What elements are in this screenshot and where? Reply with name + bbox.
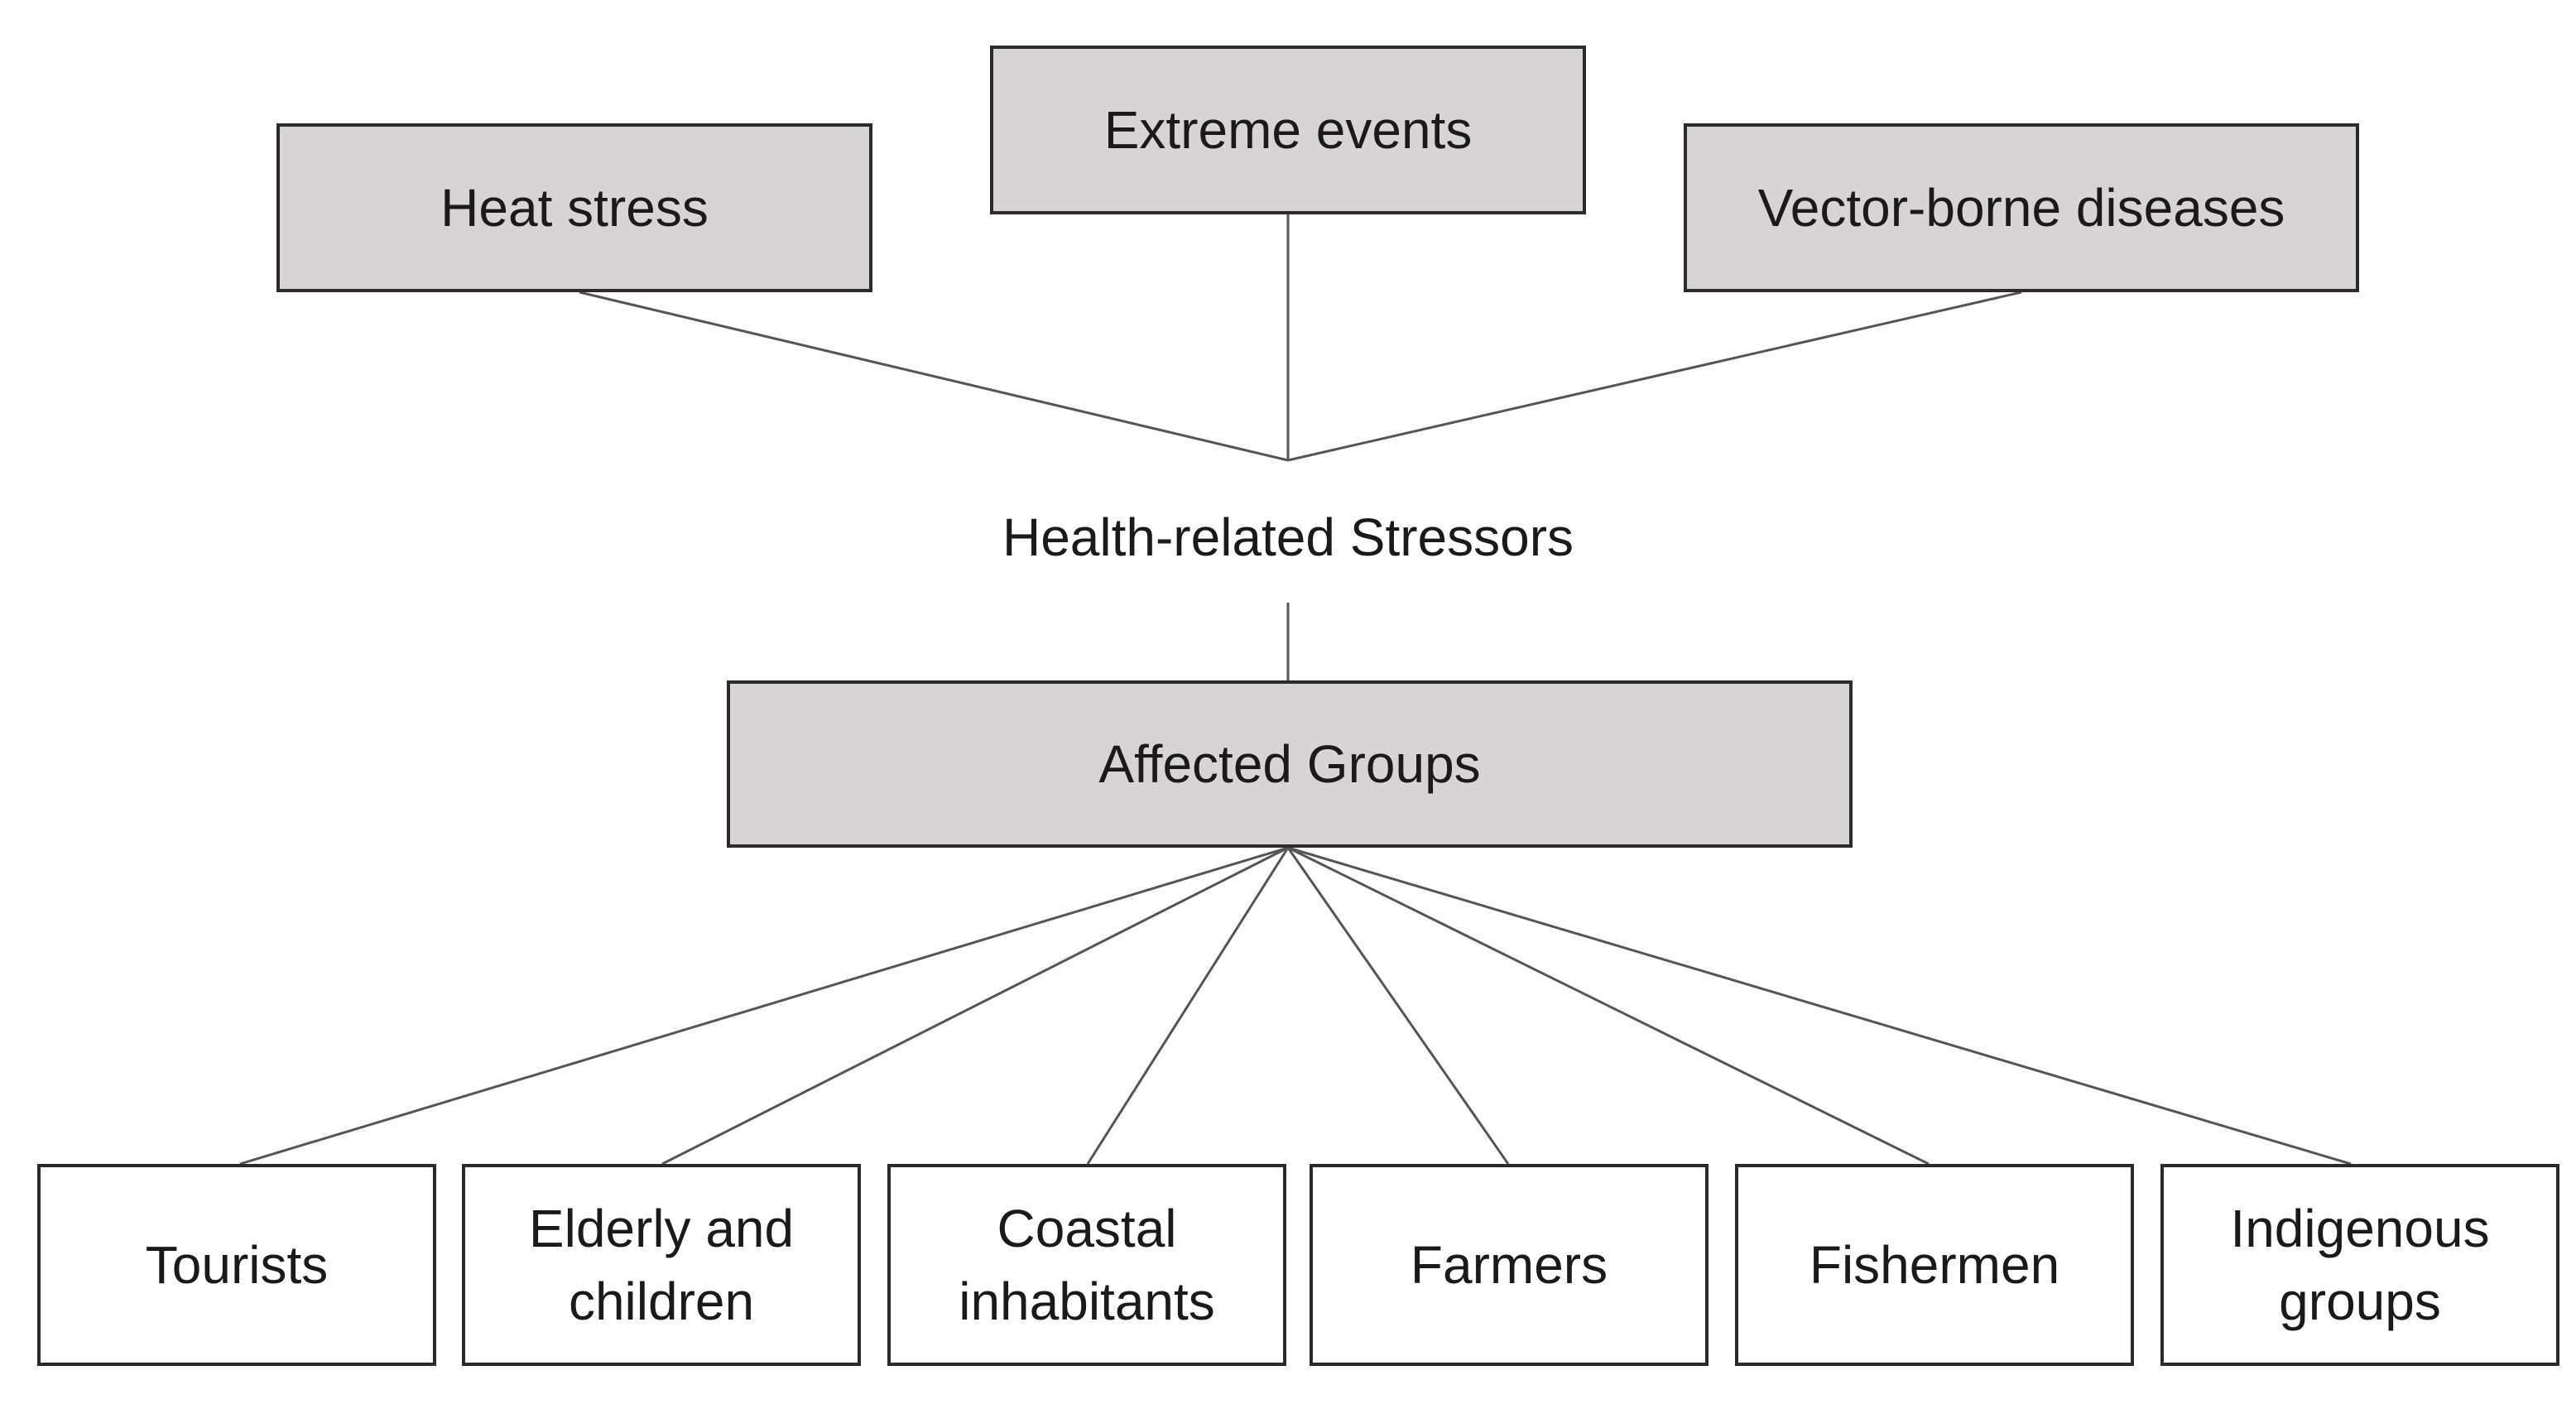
stressor-heat-stress-box: Heat stress (276, 123, 872, 292)
connector-indigenous (1287, 846, 2352, 1166)
group-tourists-box: Tourists (37, 1164, 436, 1366)
connector-coastal (1086, 847, 1290, 1165)
group-label-line: Farmers (1410, 1234, 1608, 1295)
group-label-line: Indigenous (2230, 1198, 2490, 1258)
connector-tourists (239, 846, 1289, 1166)
stressor-vector-borne-diseases-box: Vector-borne diseases (1684, 123, 2359, 292)
group-indigenous-groups-box: Indigenous groups (2160, 1164, 2559, 1366)
stressor-extreme-events-box: Extreme events (990, 46, 1586, 214)
group-label-line: groups (2279, 1272, 2441, 1331)
connector-farmers (1286, 847, 1510, 1165)
group-label-line: Fishermen (1809, 1234, 2060, 1295)
group-farmers-box: Farmers (1310, 1164, 1709, 1366)
group-label-line: Coastal (997, 1198, 1177, 1258)
group-label-line: inhabitants (959, 1272, 1215, 1331)
connector-heat-stress (579, 291, 1289, 462)
group-label-line: Elderly and (528, 1198, 795, 1258)
group-fishermen-box: Fishermen (1735, 1164, 2134, 1366)
health-related-stressors-label: Health-related Stressors (1002, 507, 1574, 567)
stressor-label: Vector-borne diseases (1757, 177, 2285, 238)
connector-vector-borne (1287, 291, 2022, 462)
affected-groups-box: Affected Groups (727, 680, 1853, 848)
group-label-line: children (568, 1272, 755, 1331)
connector-fishermen (1287, 846, 1930, 1166)
stressor-label: Heat stress (440, 177, 709, 238)
connector-elderly (661, 846, 1289, 1166)
stressor-label: Extreme events (1103, 99, 1473, 160)
group-elderly-children-box: Elderly and children (462, 1164, 861, 1366)
affected-groups-label: Affected Groups (1098, 733, 1481, 794)
group-coastal-inhabitants-box: Coastal inhabitants (887, 1164, 1286, 1366)
group-label-line: Tourists (145, 1234, 329, 1295)
